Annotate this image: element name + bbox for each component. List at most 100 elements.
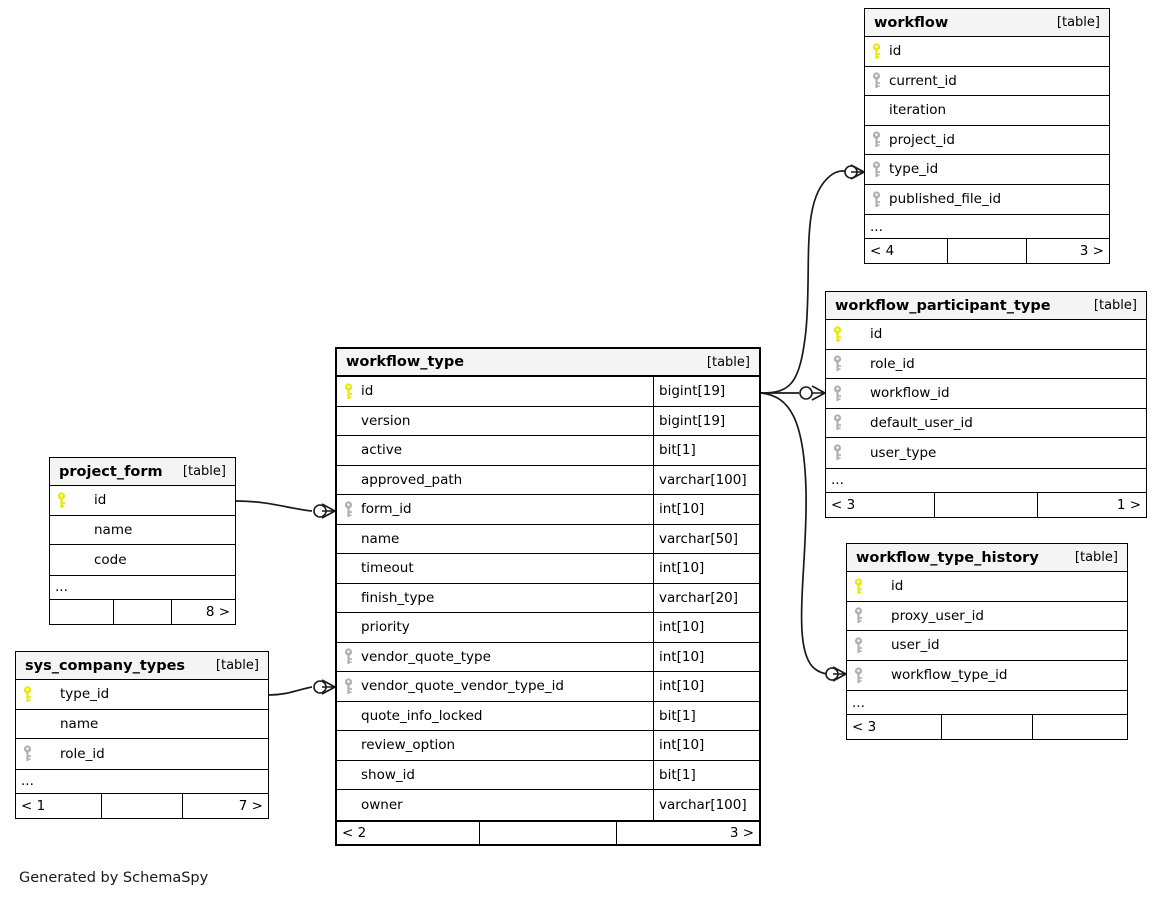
table-row[interactable]: role_id <box>16 739 268 769</box>
table-row[interactable]: published_file_id <box>865 185 1109 215</box>
table-row[interactable]: id <box>826 320 1146 350</box>
table-row[interactable]: workflow_type_id <box>847 661 1127 691</box>
footer-parent-count: < 1 <box>16 793 102 818</box>
column-name: workflow_id <box>870 385 950 402</box>
column-type: bit[1] <box>653 701 759 730</box>
more-columns-indicator: ... <box>865 214 1109 239</box>
table-footer: 8 > <box>50 599 235 624</box>
column-type: varchar[100] <box>653 465 759 494</box>
edge-syscompanytypes-workflowtype <box>268 679 336 696</box>
column-type: varchar[20] <box>653 583 759 612</box>
column-type: int[10] <box>653 495 759 524</box>
column-name: current_id <box>889 72 957 89</box>
foreign-key-icon <box>826 444 848 461</box>
column-name: default_user_id <box>870 414 973 431</box>
table-row[interactable]: name <box>16 710 268 739</box>
table-row[interactable]: timeout int[10] <box>337 554 759 584</box>
footer-child-count: 8 > <box>205 603 231 620</box>
foreign-key-icon <box>847 607 869 624</box>
footer-middle <box>935 492 1039 517</box>
table-header: workflow_type_history [table] <box>847 544 1127 572</box>
more-columns-indicator: ... <box>50 574 235 600</box>
table-row[interactable]: quote_info_locked bit[1] <box>337 701 759 731</box>
column-name: timeout <box>361 560 414 577</box>
table-title: workflow_type <box>346 354 465 370</box>
table-row[interactable]: form_id int[10] <box>337 495 759 525</box>
column-type: int[10] <box>653 554 759 583</box>
column-name: iteration <box>889 102 947 119</box>
column-name: owner <box>361 796 403 813</box>
table-title: sys_company_types <box>25 657 186 674</box>
table-tag: [table] <box>1074 550 1118 565</box>
column-name: quote_info_locked <box>361 707 483 724</box>
table-row[interactable]: id <box>865 37 1109 67</box>
footer-parent-count <box>50 599 114 624</box>
more-columns-indicator: ... <box>16 768 268 794</box>
foreign-key-icon <box>847 667 869 684</box>
more-columns-indicator: ... <box>826 467 1146 493</box>
table-row[interactable]: user_type <box>826 438 1146 468</box>
table-row[interactable]: project_id <box>865 126 1109 155</box>
footer-middle <box>114 599 173 624</box>
table-row[interactable]: type_id <box>16 680 268 710</box>
column-name: vendor_quote_vendor_type_id <box>361 678 564 695</box>
footer-parent-count: < 2 <box>337 821 480 844</box>
table-footer: < 4 3 > <box>865 239 1109 263</box>
foreign-key-icon <box>826 355 848 372</box>
table-row[interactable]: name <box>50 516 235 545</box>
column-name: name <box>60 715 99 732</box>
footer-parent-count: < 3 <box>847 715 943 739</box>
table-row[interactable]: proxy_user_id <box>847 602 1127 631</box>
table-row[interactable]: user_id <box>847 631 1127 661</box>
foreign-key-icon <box>337 501 359 518</box>
table-row[interactable]: role_id <box>826 350 1146 379</box>
edge-workflowtype-participanttype <box>761 385 826 401</box>
table-row[interactable]: workflow_id <box>826 379 1146 409</box>
column-name: form_id <box>361 501 412 518</box>
table-row[interactable]: type_id <box>865 155 1109 185</box>
table-row[interactable]: default_user_id <box>826 409 1146 438</box>
column-name: role_id <box>870 355 915 372</box>
table-row[interactable]: code <box>50 545 235 575</box>
column-name: role_id <box>60 745 105 762</box>
primary-key-icon <box>847 578 869 595</box>
column-name: workflow_type_id <box>891 667 1008 684</box>
table-footer: < 1 7 > <box>16 793 268 818</box>
foreign-key-icon <box>847 637 869 654</box>
table-tag: [table] <box>182 464 226 479</box>
column-name: show_id <box>361 766 415 783</box>
column-name: priority <box>361 619 410 636</box>
table-footer: < 2 3 > <box>337 819 759 844</box>
footer-child-count: 3 > <box>729 824 755 841</box>
table-header: sys_company_types [table] <box>16 652 268 680</box>
table-row[interactable]: current_id <box>865 67 1109 96</box>
table-tag: [table] <box>1093 298 1137 313</box>
table-title: project_form <box>59 463 163 480</box>
table-row[interactable]: iteration <box>865 96 1109 126</box>
table-row[interactable]: id <box>847 572 1127 602</box>
footer-child-count <box>1033 715 1127 739</box>
table-row[interactable]: id <box>50 486 235 516</box>
foreign-key-icon <box>865 72 887 89</box>
